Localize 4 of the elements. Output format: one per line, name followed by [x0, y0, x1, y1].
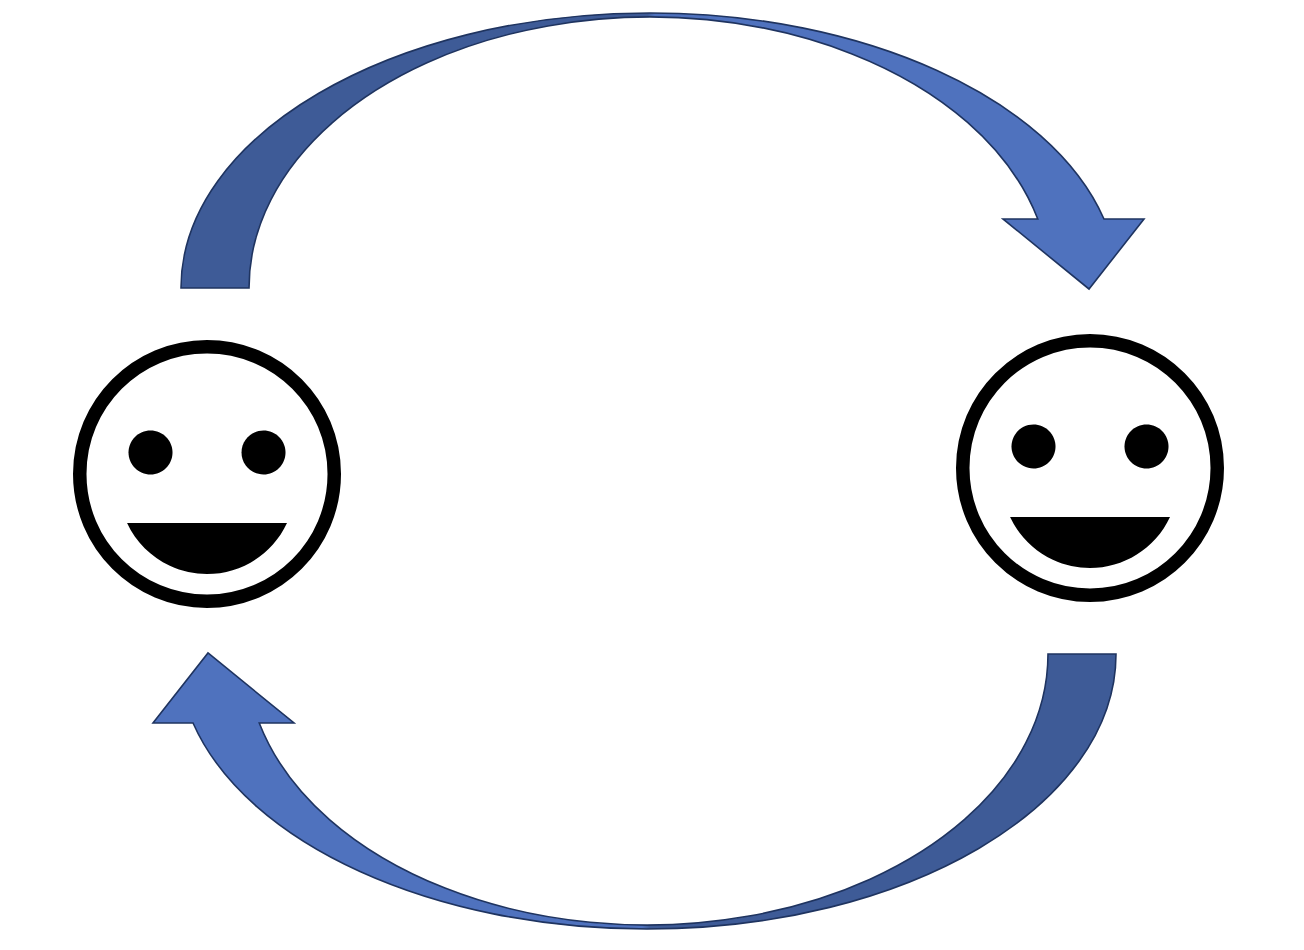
smiley-face — [73, 340, 341, 608]
curved-arrow — [152, 652, 1117, 930]
smiley-face — [956, 334, 1224, 602]
curved-arrow — [180, 12, 1145, 290]
